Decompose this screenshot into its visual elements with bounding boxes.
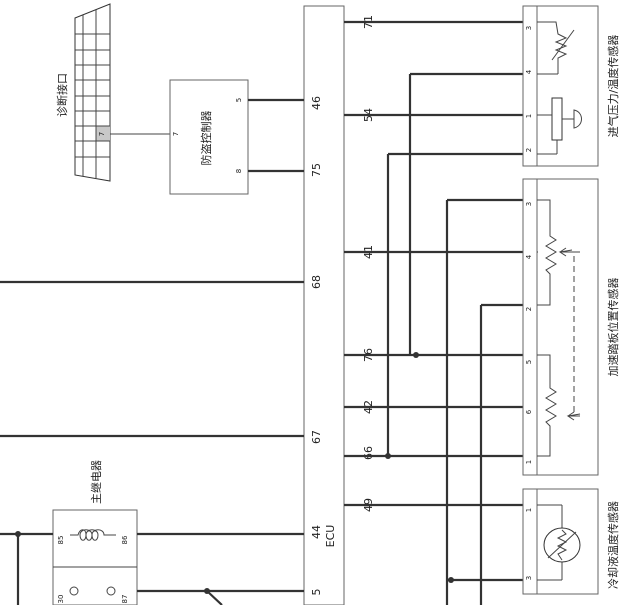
pedal-sensor-pin-6: 6 <box>525 409 533 414</box>
pedal-potentiometer-1-icon <box>537 199 557 306</box>
pedal-potentiometer-2-icon <box>537 354 557 457</box>
pedal-sensor-pin-3: 3 <box>525 202 533 206</box>
pedal-sensor-label: 加速踏板位置传感器 <box>606 278 620 377</box>
relay-coil-icon <box>70 529 116 541</box>
relay-label: 主继电器 <box>90 460 103 504</box>
ecu-block: ECU <box>303 5 345 605</box>
map-pressure-element-icon <box>551 97 563 141</box>
coolant-sensor-label: 冷却液温度传感器 <box>606 501 620 589</box>
immobilizer-pin-7: 7 <box>172 132 180 136</box>
immobilizer-pin-5: 5 <box>235 98 243 102</box>
map-sensor-pin-3: 3 <box>525 26 533 30</box>
map-sensor-pin-1: 1 <box>525 114 533 118</box>
coolant-sensor: 冷却液温度传感器 1 3 <box>522 488 620 595</box>
ecu-pin-68: 68 <box>310 275 323 289</box>
ecu-pin-67: 67 <box>310 430 323 444</box>
pedal-sensor-pin-5: 5 <box>525 360 533 364</box>
pedal-sensor-pin-4: 4 <box>525 254 533 259</box>
diagnostic-port: 诊断接口 7 <box>55 3 111 182</box>
diagnostic-port-label: 诊断接口 <box>55 73 69 117</box>
ecu-pin-5: 5 <box>310 589 323 596</box>
map-sensor-pin-2: 2 <box>525 148 533 152</box>
pedal-sensor-pin-1: 1 <box>525 460 533 464</box>
ecu-pin-44: 44 <box>310 525 323 539</box>
coolant-sensor-pin-1: 1 <box>525 508 533 512</box>
ecu-pin-46: 46 <box>310 96 323 110</box>
relay-pin-87: 87 <box>121 595 129 604</box>
relay-pin-30: 30 <box>57 595 65 604</box>
main-relay: 主继电器 85 86 30 87 <box>52 460 138 605</box>
relay-pin-86: 86 <box>121 535 129 544</box>
coolant-sensor-pin-3: 3 <box>525 576 533 580</box>
ecu-pin-75: 75 <box>310 163 323 177</box>
map-sensor: 进气压力/温度传感器 3 4 1 2 <box>522 5 620 167</box>
map-temp-resistor-icon <box>537 21 568 74</box>
ecu-pin-66: 66 <box>362 446 375 460</box>
immobilizer-pin-8: 8 <box>235 169 243 173</box>
diagnostic-port-pin-7: 7 <box>98 132 106 136</box>
immobilizer-controller: 防盗控制器 7 5 8 <box>169 79 249 195</box>
ecu-label: ECU <box>324 525 337 548</box>
immobilizer-label: 防盗控制器 <box>199 111 213 166</box>
map-sensor-pin-4: 4 <box>525 69 533 74</box>
map-sensor-label: 进气压力/温度传感器 <box>606 35 620 138</box>
pedal-sensor: 加速踏板位置传感器 3 4 2 5 6 1 <box>522 178 620 476</box>
relay-pin-85: 85 <box>57 536 65 545</box>
pedal-sensor-pin-2: 2 <box>525 307 533 311</box>
